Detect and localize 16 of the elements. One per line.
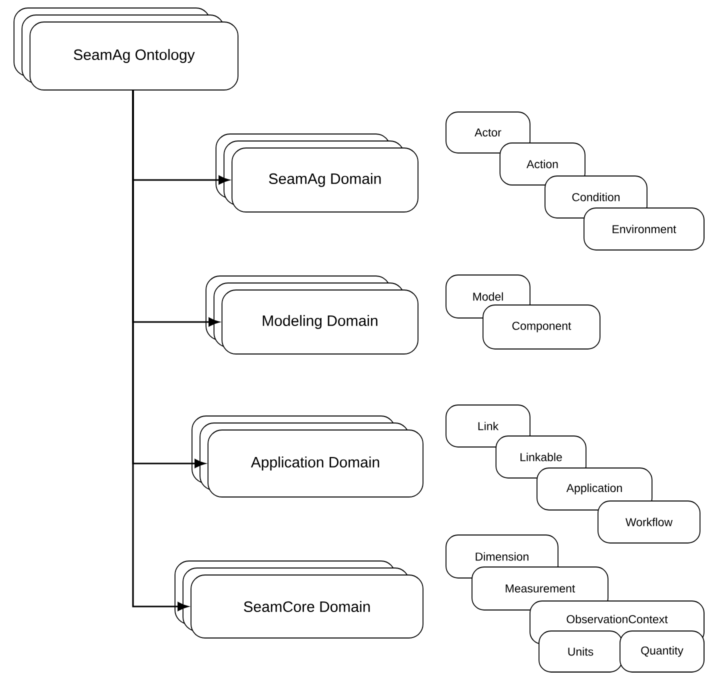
stacked-box: SeamAg Ontology [14,8,238,90]
stacked-box: SeamAg Domain [216,134,418,212]
concept-box: Actor [446,112,530,154]
concept-box: Link [446,404,530,448]
concept-box: Units [538,630,622,672]
concept-box: Environment [584,208,704,250]
node-label: ObservationContext [566,614,668,624]
concept-box: Quantity [620,630,704,672]
concept-box: Workflow [598,500,700,544]
stacked-box: Modeling Domain [206,276,418,354]
concept-box: Component [482,304,600,350]
stacked-box: SeamCore Domain [174,560,424,638]
stacked-box: Application Domain [192,416,424,498]
arrow [132,90,188,611]
concept-box: Action [500,142,586,186]
concept-box: Application [536,468,652,510]
